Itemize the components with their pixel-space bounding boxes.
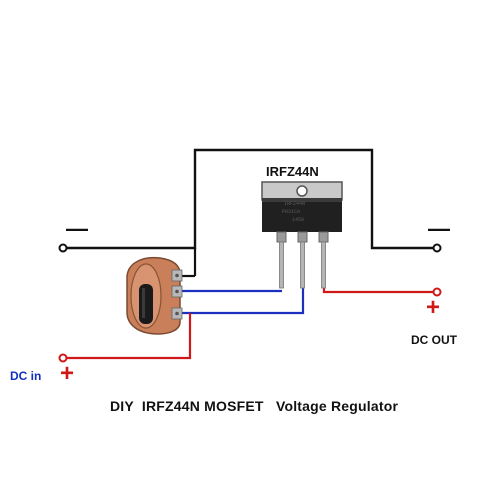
mosfet-mount-hole (296, 185, 308, 197)
mosfet-body (262, 198, 342, 232)
chip-marking-line3: 1450 (292, 217, 305, 223)
chip-marking-line2: P031CA (282, 209, 301, 215)
terminal-neg-left (58, 243, 68, 253)
negative-wire (66, 148, 434, 250)
pot-pin-1-hole (175, 273, 179, 278)
mosfet-leg-gate (276, 231, 287, 243)
terminal-pos-right (432, 287, 442, 297)
terminal-neg-right (432, 243, 442, 253)
positive-out-wire (322, 288, 434, 294)
mosfet-pin-drain (300, 241, 305, 289)
positive-symbol-left: + (60, 360, 75, 387)
pot-shaft-highlight (142, 288, 145, 318)
positive-in-wire (66, 313, 192, 360)
dc-in-label: DC in (10, 369, 42, 383)
mosfet-leg-source (318, 231, 329, 243)
negative-symbol-right: — (428, 216, 450, 241)
mosfet-pin-source (321, 241, 326, 289)
mosfet (261, 181, 343, 289)
control-wire-lower (181, 288, 305, 315)
pot-pin-2-hole (175, 289, 179, 294)
pot-pin-3-hole (175, 311, 179, 316)
potentiometer (126, 256, 183, 335)
mosfet-leg-drain (297, 231, 308, 243)
chip-marking-line1: IRFZ44N (284, 201, 306, 207)
negative-symbol-left: — (66, 216, 88, 241)
dc-out-label: DC OUT (411, 333, 457, 347)
pot-shaft (139, 284, 153, 324)
mosfet-body-shade (262, 198, 342, 202)
part-label: IRFZ44N (266, 164, 319, 179)
mosfet-pin-gate (279, 241, 284, 289)
terminal-pos-left (58, 353, 68, 363)
diagram-title: DIY IRFZ44N MOSFET Voltage Regulator (110, 398, 399, 414)
positive-symbol-right: + (426, 294, 441, 321)
